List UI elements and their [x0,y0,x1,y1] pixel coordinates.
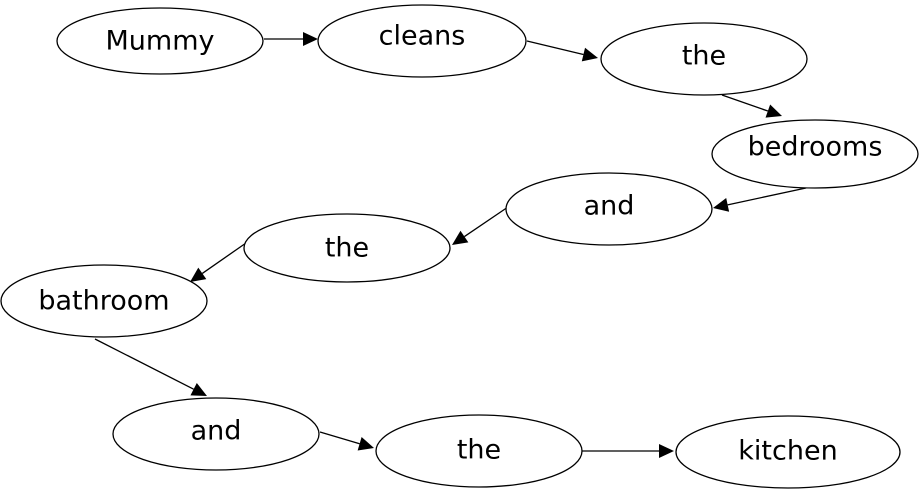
word-node: bedrooms [711,119,919,189]
arrowhead-icon [452,230,469,245]
word-node-ellipse [711,119,919,189]
word-node-ellipse [375,414,583,488]
word-node: and [112,397,320,471]
flow-arrow [526,40,598,62]
flow-arrow [264,32,318,46]
flow-arrow [319,431,374,451]
word-node: Mummy [56,7,264,75]
arrow-line [526,40,584,56]
word-node: bathroom [0,264,208,338]
edges-layer [94,32,807,458]
word-node-ellipse [0,264,208,338]
arrow-line [727,187,807,206]
word-node-label: and [584,191,635,222]
arrowhead-icon [659,444,674,458]
word-node-label: the [325,233,369,264]
word-node-label: and [191,416,242,447]
arrowhead-icon [765,104,782,118]
word-node-ellipse [317,4,527,78]
nodes-layer: Mummy cleans the bedrooms and the bathroom and t… [0,4,919,489]
flow-arrow [94,338,207,396]
word-node-label: kitchen [738,436,837,467]
arrowhead-icon [581,47,598,62]
arrow-line [721,94,769,112]
word-node-label: cleans [379,21,466,52]
arrow-line [464,206,509,238]
word-node-ellipse [675,415,901,489]
word-node: the [600,22,808,96]
flow-arrow [582,444,674,458]
word-node-label: bedrooms [748,132,883,163]
word-node-ellipse [112,397,320,471]
word-node-ellipse [600,22,808,96]
flow-arrow [713,187,807,212]
word-node: the [243,213,451,283]
flow-arrow [721,94,782,118]
word-node-label: bathroom [38,286,169,317]
word-node-label: Mummy [106,26,215,57]
word-node-label: the [682,41,726,72]
arrowhead-icon [190,382,207,396]
arrow-line [94,338,194,390]
word-node-ellipse [243,213,451,283]
word-node-ellipse [56,7,264,75]
arrowhead-icon [357,437,374,451]
arrowhead-icon [303,32,318,46]
word-node: the [375,414,583,488]
flow-arrow [452,206,509,245]
arrowhead-icon [190,267,207,282]
arrowhead-icon [713,198,730,212]
word-node: cleans [317,4,527,78]
word-node-label: the [457,435,501,466]
arrow-line [319,431,360,445]
word-node: kitchen [675,415,901,489]
flow-arrow [190,242,247,282]
word-node: and [505,172,713,246]
arrow-line [201,242,247,274]
word-node-ellipse [505,172,713,246]
